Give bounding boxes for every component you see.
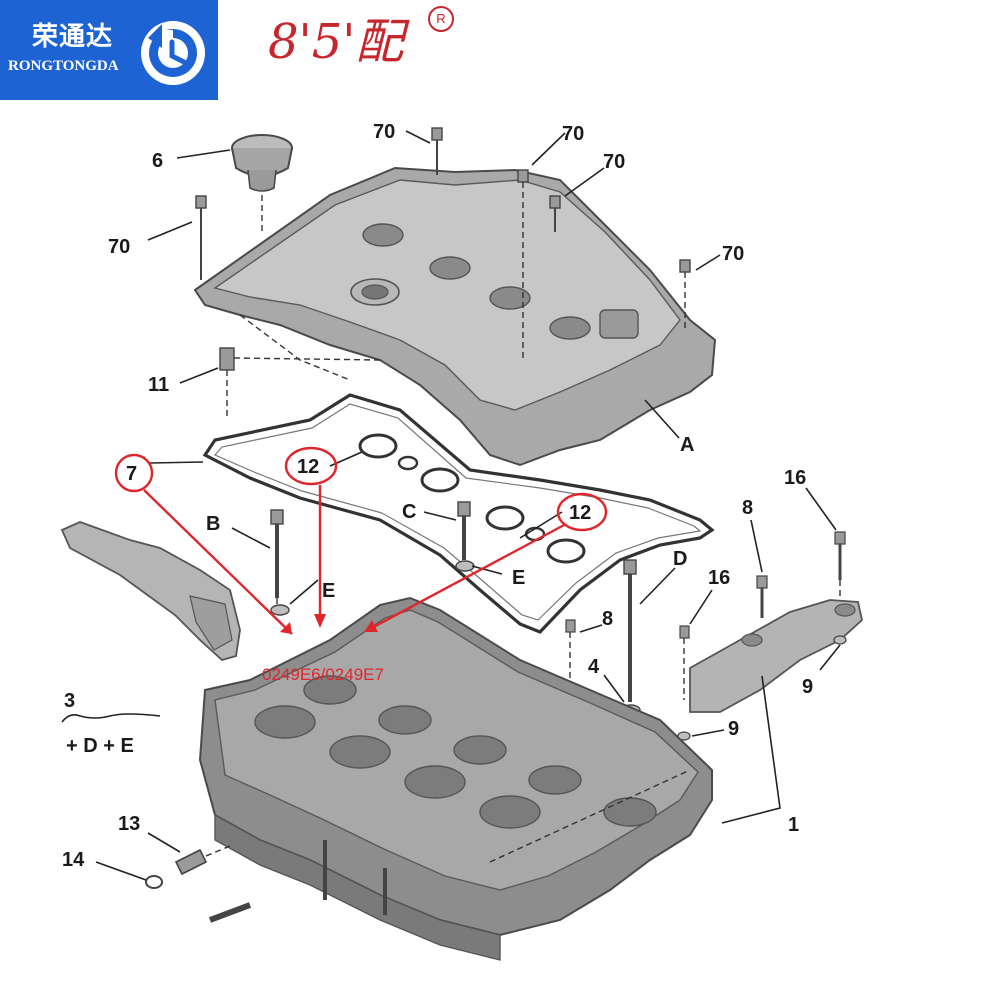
label-70: 70 bbox=[108, 236, 130, 258]
label-7: 7 bbox=[126, 463, 137, 485]
label-16: 16 bbox=[784, 467, 806, 489]
leader-lines bbox=[61, 130, 841, 881]
brand-name-en: RONGTONGDA bbox=[8, 58, 119, 74]
label-8: 8 bbox=[742, 497, 753, 519]
label-4: 4 bbox=[588, 656, 600, 678]
cylinder-head bbox=[198, 596, 713, 961]
label-3: 3 bbox=[64, 690, 75, 712]
sum-formula: + D + E bbox=[66, 735, 134, 757]
brand-logo: 荣通达 RONGTONGDA bbox=[0, 0, 218, 100]
label-6: 6 bbox=[152, 150, 163, 172]
label-14: 14 bbox=[62, 849, 85, 871]
valve-cover-gasket bbox=[202, 393, 715, 634]
red-highlights bbox=[114, 446, 608, 635]
label-8: 8 bbox=[602, 608, 613, 630]
label-9: 9 bbox=[802, 676, 813, 698]
camshaft-caps bbox=[677, 531, 863, 741]
label-E: E bbox=[322, 580, 335, 602]
circular-arrow-logo-icon bbox=[141, 21, 205, 85]
label-70: 70 bbox=[603, 151, 625, 173]
part-reference-code: 0249E6/0249E7 bbox=[262, 665, 384, 684]
label-13: 13 bbox=[118, 813, 140, 835]
label-70: 70 bbox=[722, 243, 744, 265]
label-D: D bbox=[673, 548, 687, 570]
label-12: 12 bbox=[569, 502, 591, 524]
label-E: E bbox=[512, 567, 525, 589]
sensor-11 bbox=[219, 347, 381, 420]
label-70: 70 bbox=[562, 123, 584, 145]
registered-mark: R bbox=[428, 6, 454, 32]
label-A: A bbox=[680, 434, 694, 456]
trademark-logo: 8'5'配 bbox=[268, 14, 404, 70]
label-B: B bbox=[206, 513, 220, 535]
label-12: 12 bbox=[297, 456, 319, 478]
label-70: 70 bbox=[373, 121, 395, 143]
callout-labels: 70 70 70 70 70 6 11 A 7 12 12 B C E E D … bbox=[62, 121, 813, 871]
label-9: 9 bbox=[728, 718, 739, 740]
valve-cover bbox=[193, 166, 717, 467]
timing-cover-piece bbox=[60, 521, 241, 662]
oil-filler-cap bbox=[231, 134, 293, 235]
label-C: C bbox=[402, 501, 416, 523]
label-11: 11 bbox=[148, 374, 169, 396]
label-1: 1 bbox=[788, 814, 799, 836]
bolt-70 bbox=[195, 127, 691, 360]
label-16: 16 bbox=[708, 567, 730, 589]
brand-name-cn: 荣通达 bbox=[32, 22, 114, 52]
fittings bbox=[145, 845, 231, 889]
